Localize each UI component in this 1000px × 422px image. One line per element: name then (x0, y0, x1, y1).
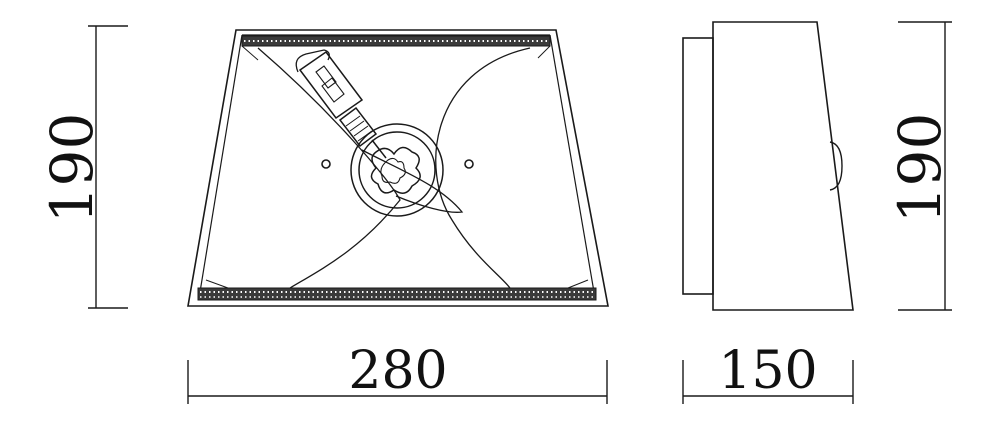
mounting-hole-left (321, 159, 331, 169)
bottom-bead-band (197, 287, 597, 301)
side-depth-label: 150 (718, 341, 817, 401)
front-view (187, 29, 609, 307)
bulb-capsule (298, 50, 364, 120)
socket-ring-inner (358, 131, 436, 209)
socket-ring-outer (350, 123, 444, 217)
dimension-lines (88, 21, 952, 404)
bulb-filament (315, 65, 345, 103)
left-arc-to-corner (205, 279, 229, 289)
front-shade-inner-right (549, 34, 595, 293)
mounting-hole-right (464, 159, 474, 169)
front-shade-outline (187, 29, 609, 307)
lamp-assembly (295, 49, 464, 217)
top-bead-band (241, 35, 551, 47)
front-width-label: 280 (348, 341, 447, 401)
front-height-label: 190 (38, 113, 106, 224)
side-height-label: 190 (886, 113, 954, 224)
lamp-stem (371, 139, 387, 159)
side-knob (829, 141, 843, 191)
front-shade-inner-left (199, 34, 243, 293)
flame-deflector (361, 149, 464, 213)
socket-detail-inner (380, 157, 406, 184)
side-view (682, 21, 854, 311)
wall-plate (682, 37, 714, 295)
bulb-thread (345, 115, 373, 142)
right-arc (435, 47, 531, 289)
bulb-cap-end (295, 49, 330, 73)
left-arc (257, 47, 401, 289)
corner-line-top-left (241, 45, 259, 61)
right-arc-to-corner (567, 279, 589, 289)
corner-line-top-right (537, 45, 551, 59)
bulb-base (338, 106, 378, 148)
side-shade-outline (712, 21, 854, 311)
socket-detail (370, 146, 421, 194)
